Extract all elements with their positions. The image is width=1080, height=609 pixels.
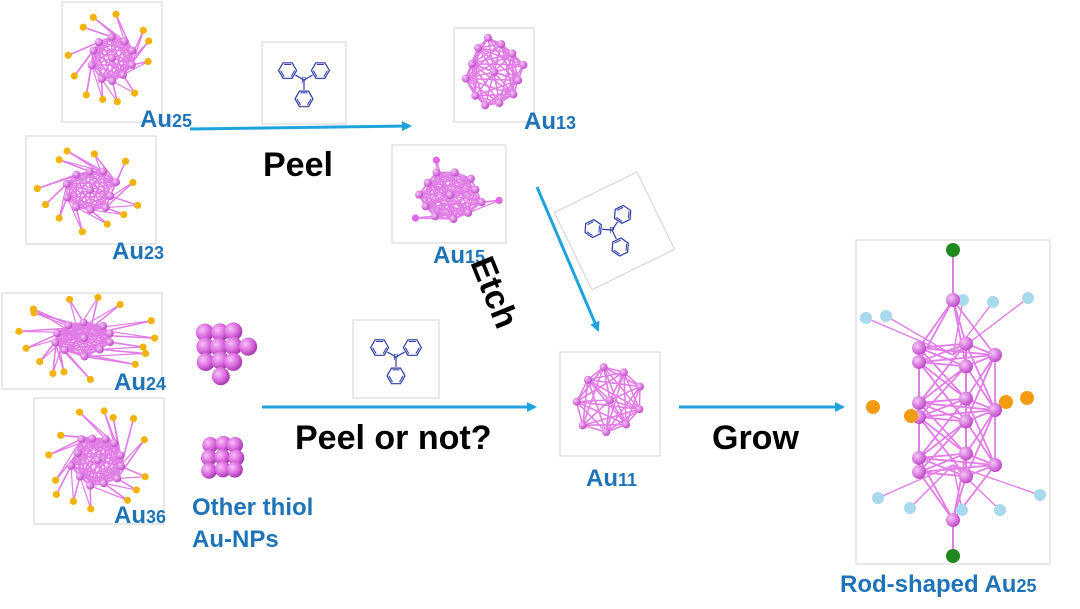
label-au23: Au23 [112,238,165,265]
phosphorus-symbol: P [609,226,614,235]
label-other-thiol-nps: Other thiol Au-NPs [192,492,313,556]
au23-cluster [33,147,142,236]
label-au24: Au24 [114,369,167,396]
label-au-nps: Au-NPs [192,526,279,553]
etch-arrow [535,186,600,332]
au24-cluster [15,293,159,384]
au25-cluster [64,10,153,106]
label-rod-shaped-au25: Rod-shaped Au25 [840,571,1037,598]
label-au11: Au11 [586,465,638,492]
pph3-molecule-top: P [277,62,331,108]
pph3-molecule-etch: P [584,204,632,257]
au15-cluster [411,156,503,224]
action-peel-or-not: Peel or not? [295,419,492,457]
label-au36: Au36 [114,502,167,529]
label-other-thiol: Other thiol [192,494,314,521]
phosphorus-symbol: P [393,353,398,362]
pph3-reagent-box-middle [352,319,440,399]
other-nanoparticle-small [200,435,245,479]
label-au25: Au25 [140,106,193,133]
pph3-molecule-middle: P [369,339,423,385]
au11-cluster [572,363,644,437]
other-nanoparticle-large [195,322,258,386]
peel-arrow [189,121,412,132]
rod-au25-cluster [860,243,1046,563]
label-au13: Au13 [524,108,577,135]
au13-cluster [461,33,528,110]
action-peel: Peel [263,146,333,184]
pph3-reagent-box-etch [553,171,676,291]
phosphorus-symbol: P [301,76,306,85]
label-au15: Au15 [433,242,486,269]
au36-cluster [45,407,149,513]
action-grow: Grow [712,419,799,457]
